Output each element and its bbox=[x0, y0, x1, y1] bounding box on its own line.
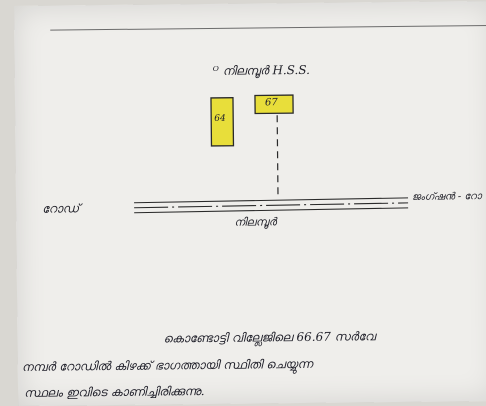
plot-large-label: 67 bbox=[264, 97, 278, 109]
site-sketch bbox=[134, 94, 409, 214]
road-left-label: റോഡ് bbox=[42, 201, 80, 216]
road-line-bottom bbox=[134, 207, 409, 214]
road-bottom-label: നിലമ്പൂർ bbox=[234, 215, 277, 229]
note-line-1: കൊണ്ടോട്ടി വില്ലേജിലെ 66.67 സർവേ bbox=[163, 329, 376, 346]
plot-small-label: 64 bbox=[214, 113, 226, 124]
document-page: ᴼ നിലമ്പൂർ H.S.S. 64 67 റോഡ് ജംഗ്ഷൻ - റോ… bbox=[14, 0, 486, 406]
road-line-middle bbox=[134, 202, 409, 209]
plot-small-box bbox=[210, 97, 235, 147]
note-line-2-text: നമ്പർ റോഡിൽ കിഴക്ക് ഭാഗത്തായി സ്ഥിതി ചെയ… bbox=[21, 356, 313, 374]
road-right-label: ജംഗ്ഷൻ - റോ bbox=[411, 191, 482, 203]
road-line-top bbox=[134, 197, 409, 204]
plot-large-box bbox=[254, 94, 294, 115]
note-line-2: നമ്പർ റോഡിൽ കിഴക്ക് ഭാഗത്തായി സ്ഥിതി ചെയ… bbox=[22, 357, 313, 375]
connector-line bbox=[276, 115, 279, 196]
note-line-3: സ്ഥലം ഇവിടെ കാണിച്ചിരിക്കുന്നു. bbox=[23, 384, 205, 400]
